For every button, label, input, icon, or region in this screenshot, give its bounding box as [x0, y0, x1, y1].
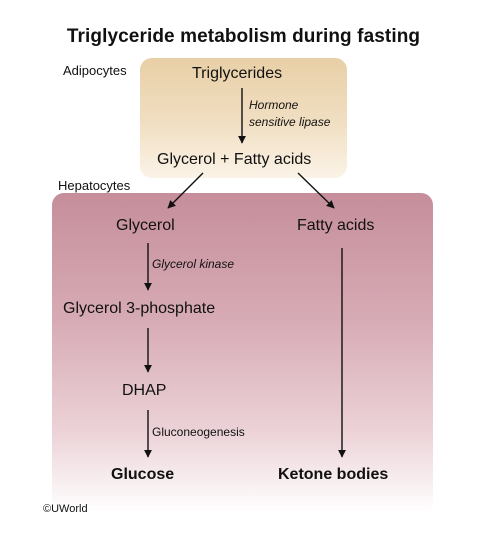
hepatocyte-compartment	[52, 193, 433, 513]
node-dhap: DHAP	[122, 382, 167, 399]
process-gluconeogenesis: Gluconeogenesis	[152, 425, 245, 439]
arrow-split-to-fatty-acids	[297, 172, 335, 209]
hepatocytes-label: Hepatocytes	[58, 178, 131, 193]
diagram-title: Triglyceride metabolism during fasting	[66, 26, 421, 47]
node-ketone-bodies: Ketone bodies	[278, 466, 389, 483]
node-glucose: Glucose	[111, 466, 175, 483]
node-fatty-acids: Fatty acids	[297, 217, 375, 234]
node-glycerol: Glycerol	[116, 217, 175, 234]
enzyme-hormone-sensitive-lipase: Hormone sensitive lipase	[249, 97, 330, 131]
enzyme-glycerol-kinase: Glycerol kinase	[152, 257, 235, 271]
copyright-text: ©UWorld	[43, 503, 88, 515]
arrow-split-to-glycerol	[167, 172, 204, 209]
node-triglycerides: Triglycerides	[192, 65, 283, 82]
node-glycerol-3-phosphate: Glycerol 3-phosphate	[63, 300, 216, 317]
enzyme-hsl-line1: Hormone	[249, 98, 299, 112]
adipocytes-label: Adipocytes	[63, 63, 127, 78]
adipocyte-compartment	[140, 58, 347, 178]
enzyme-hsl-line2: sensitive lipase	[249, 115, 331, 129]
node-glycerol-fatty-acids: Glycerol + Fatty acids	[157, 151, 312, 168]
